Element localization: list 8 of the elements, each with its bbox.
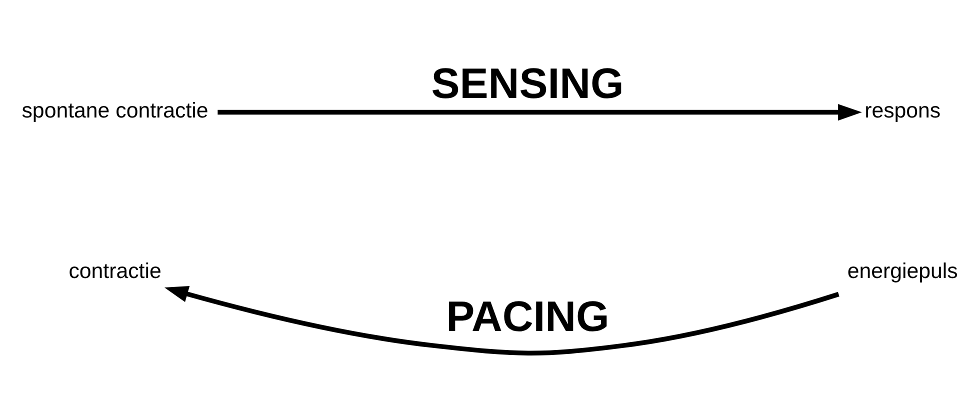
edge-label: SENSING bbox=[431, 60, 624, 108]
node-text: contractie bbox=[68, 259, 162, 284]
arrow bbox=[218, 104, 862, 121]
node-text: energiepuls bbox=[847, 259, 958, 284]
node-text: respons bbox=[864, 98, 941, 123]
node-text: spontane contractie bbox=[22, 98, 208, 123]
edge-label: PACING bbox=[446, 292, 610, 341]
arrow bbox=[164, 286, 840, 356]
